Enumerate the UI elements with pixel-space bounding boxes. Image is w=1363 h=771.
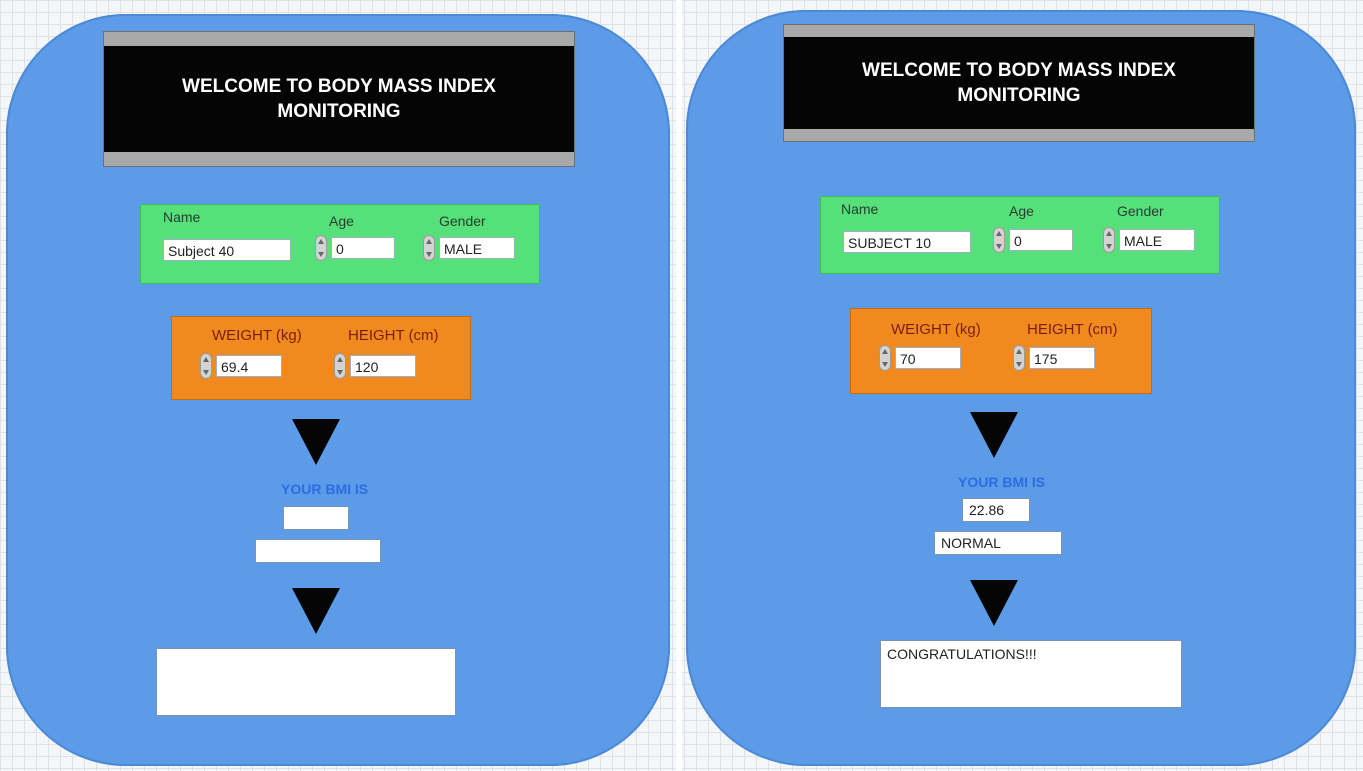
height-label: HEIGHT (cm) [1027, 321, 1118, 338]
bmi-panel-left: WELCOME TO BODY MASS INDEX MONITORING Na… [6, 14, 670, 766]
gender-label: Gender [1117, 203, 1164, 219]
age-spinner[interactable] [315, 235, 327, 261]
name-label: Name [841, 201, 879, 217]
bmi-category-display: NORMAL [934, 531, 1062, 555]
banner-title: WELCOME TO BODY MASS INDEX MONITORING [862, 60, 1176, 106]
weight-label: WEIGHT (kg) [212, 327, 302, 344]
bmi-category-display [255, 539, 381, 563]
bmi-value-display: 22.86 [962, 498, 1030, 522]
age-label: Age [1009, 203, 1034, 219]
down-arrow-icon [292, 419, 340, 465]
weight-label: WEIGHT (kg) [891, 321, 981, 338]
name-label: Name [163, 209, 201, 225]
gender-field[interactable]: MALE [439, 237, 515, 259]
weight-field[interactable]: 70 [895, 347, 961, 369]
bmi-label: YOUR BMI IS [281, 481, 369, 497]
weight-field[interactable]: 69.4 [216, 355, 282, 377]
height-field[interactable]: 120 [350, 355, 416, 377]
measurements-box: WEIGHT (kg) HEIGHT (cm) 70 175 [850, 308, 1152, 394]
height-spinner[interactable] [334, 353, 346, 379]
welcome-banner: WELCOME TO BODY MASS INDEX MONITORING [103, 31, 575, 167]
measurements-box: WEIGHT (kg) HEIGHT (cm) 69.4 120 [171, 316, 471, 400]
gender-label: Gender [439, 213, 486, 229]
age-spinner[interactable] [993, 227, 1005, 253]
name-field[interactable]: SUBJECT 10 [843, 231, 971, 253]
bmi-panel-right: WELCOME TO BODY MASS INDEX MONITORING Na… [686, 10, 1356, 766]
weight-spinner[interactable] [879, 345, 891, 371]
age-label: Age [329, 213, 354, 229]
weight-spinner[interactable] [200, 353, 212, 379]
message-display: CONGRATULATIONS!!! [880, 640, 1182, 708]
panel-divider [676, 0, 682, 771]
down-arrow-icon [970, 412, 1018, 458]
message-display [156, 648, 456, 716]
banner-title: WELCOME TO BODY MASS INDEX MONITORING [182, 76, 496, 122]
bmi-label: YOUR BMI IS [958, 474, 1046, 490]
subject-info-box: Name Age Gender Subject 40 0 MALE [140, 204, 540, 284]
gender-field[interactable]: MALE [1119, 229, 1195, 251]
welcome-banner: WELCOME TO BODY MASS INDEX MONITORING [783, 24, 1255, 142]
age-field[interactable]: 0 [331, 237, 395, 259]
name-field[interactable]: Subject 40 [163, 239, 291, 261]
gender-spinner[interactable] [423, 235, 435, 261]
age-field[interactable]: 0 [1009, 229, 1073, 251]
height-spinner[interactable] [1013, 345, 1025, 371]
height-label: HEIGHT (cm) [348, 327, 439, 344]
gender-spinner[interactable] [1103, 227, 1115, 253]
subject-info-box: Name Age Gender SUBJECT 10 0 MALE [820, 196, 1220, 274]
bmi-value-display [283, 506, 349, 530]
down-arrow-icon [970, 580, 1018, 626]
height-field[interactable]: 175 [1029, 347, 1095, 369]
down-arrow-icon [292, 588, 340, 634]
